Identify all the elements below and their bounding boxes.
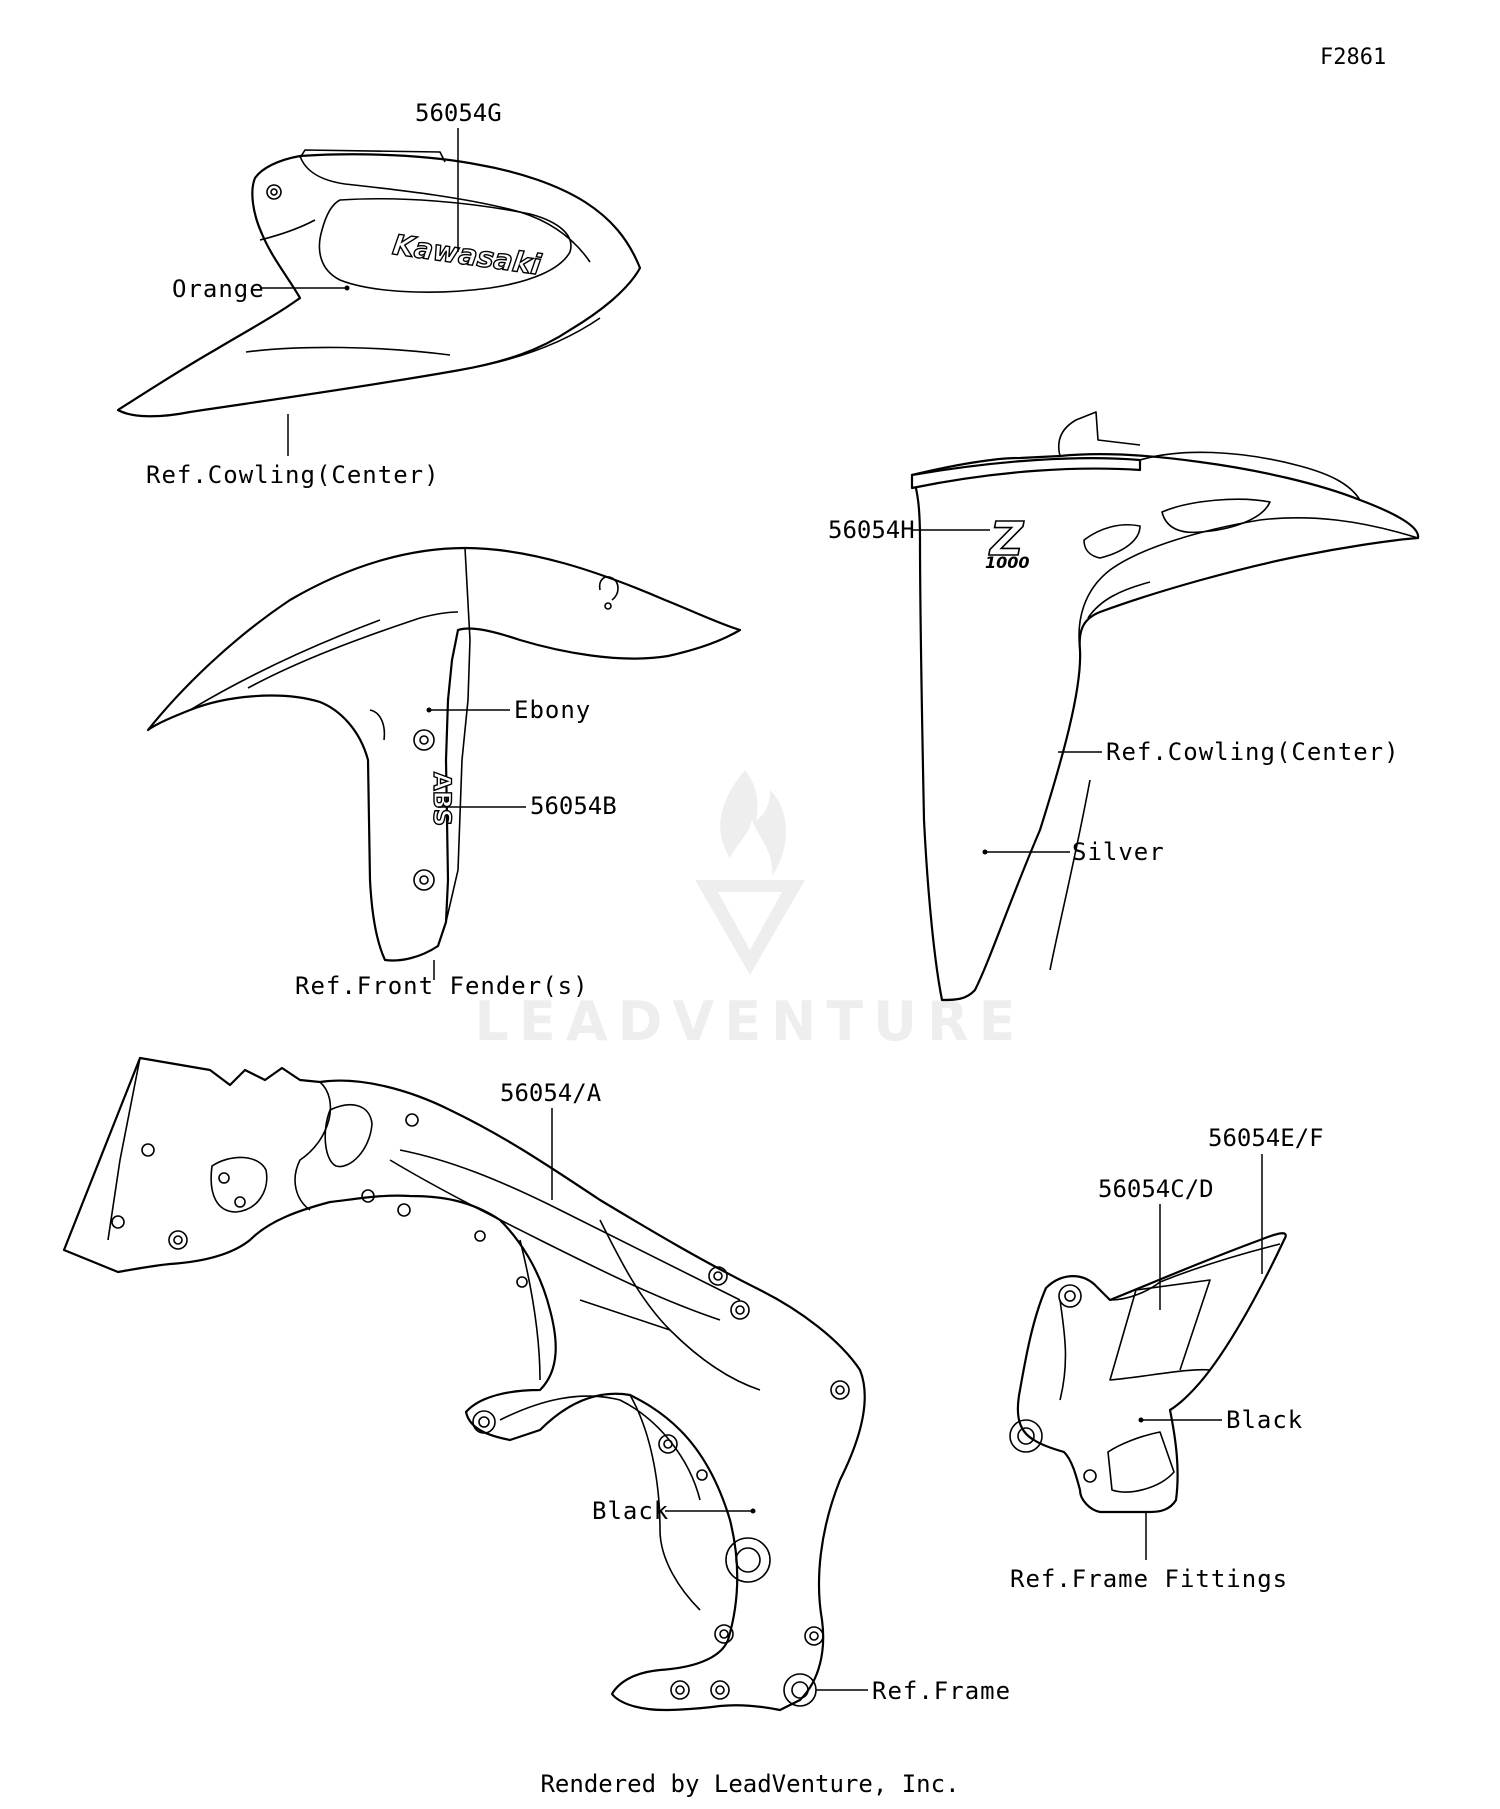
label-ref-cowling-center-right: Ref.Cowling(Center) — [1106, 738, 1400, 766]
cowling-center-silver: Z 1000 — [910, 411, 1420, 1002]
frame-fitting-black — [1009, 1232, 1287, 1514]
label-ref-frame: Ref.Frame — [872, 1677, 1011, 1705]
label-56054A: 56054/A — [500, 1079, 602, 1107]
label-56054G: 56054G — [415, 99, 502, 127]
label-56054CD: 56054C/D — [1098, 1175, 1214, 1203]
label-ref-cowling-center-top: Ref.Cowling(Center) — [146, 461, 440, 489]
watermark-v-icon — [695, 880, 805, 975]
front-fender-ebony: ABS — [146, 546, 742, 962]
cowling-silver-outline — [910, 453, 1420, 1002]
label-ref-front-fenders: Ref.Front Fender(s) — [295, 972, 589, 1000]
watermark-flame-icon — [720, 770, 786, 876]
figure-number: F2861 — [1320, 45, 1386, 70]
label-silver: Silver — [1072, 838, 1165, 866]
fender-outline — [146, 546, 742, 962]
label-black-frame: Black — [592, 1497, 669, 1525]
label-ebony: Ebony — [514, 696, 591, 724]
footer-rendered-by: Rendered by LeadVenture, Inc. — [540, 1770, 959, 1798]
cowling-center-orange: Kawasaki — [116, 149, 642, 418]
leadventure-watermark: LEADVENTURE — [475, 770, 1026, 1053]
label-56054B: 56054B — [530, 792, 617, 820]
watermark-text: LEADVENTURE — [475, 990, 1026, 1053]
abs-decal-text: ABS — [428, 772, 456, 826]
frame-fitting-outline — [1016, 1232, 1287, 1514]
z-logo-text: Z — [988, 512, 1025, 566]
label-orange: Orange — [172, 275, 265, 303]
label-56054H: 56054H — [828, 516, 915, 544]
z-model-text: 1000 — [985, 553, 1030, 572]
label-black-fitting: Black — [1226, 1406, 1303, 1434]
label-56054EF: 56054E/F — [1208, 1124, 1324, 1152]
kawasaki-decal — [318, 197, 572, 293]
label-ref-frame-fittings: Ref.Frame Fittings — [1010, 1565, 1288, 1593]
frame-black — [62, 1056, 866, 1712]
